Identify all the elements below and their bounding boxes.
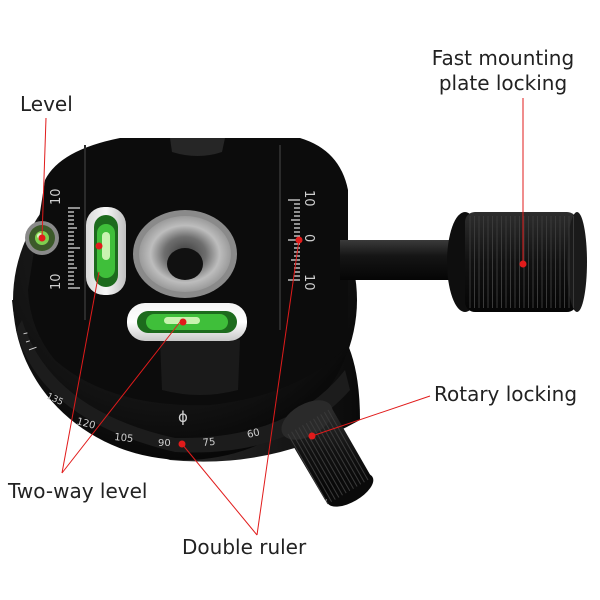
label-rotary-locking: Rotary locking	[434, 382, 578, 406]
ruler-leader-b	[181, 443, 258, 536]
left-ruler-bottom-label: 10	[49, 273, 64, 290]
rotary-knurl-ridge	[291, 431, 333, 503]
degree-index-mark: ϕ	[178, 408, 188, 426]
dot-degree-scale	[178, 440, 186, 448]
fast-mount-lock-knob	[340, 212, 587, 312]
degree-label-120: 120	[75, 416, 96, 432]
right-ruler-bottom-label: 10	[301, 274, 316, 291]
dot-rotary	[308, 432, 316, 440]
dot-fast-mount	[519, 260, 527, 268]
degree-label-60: 60	[246, 427, 261, 441]
degree-scale-ticks	[23, 332, 37, 351]
degree-label-105: 105	[114, 432, 134, 445]
callout-dots	[38, 234, 527, 448]
label-double-ruler: Double ruler	[182, 535, 307, 559]
vertical-vial-level	[86, 207, 126, 295]
callout-leader-lines	[41, 98, 524, 536]
level-leader	[41, 117, 47, 239]
left-ruler-ticks	[68, 207, 80, 289]
rotary-knurl-ridge	[316, 416, 358, 487]
rotary-knurl-ridge	[298, 427, 340, 498]
dot-right-ruler	[295, 236, 303, 244]
left-ruler-top-label: 10	[49, 188, 64, 205]
right-ruler-ticks	[288, 199, 300, 281]
right-ruler-middle-label: 0	[301, 234, 316, 242]
label-fast-mounting: Fast mounting plate locking	[428, 46, 578, 96]
degree-label-75: 75	[202, 437, 216, 449]
mounting-hole	[133, 210, 237, 298]
rotary-knurl-ridge	[287, 433, 329, 505]
two-way-leader-a	[61, 271, 100, 474]
rotary-lock-knob	[281, 400, 374, 507]
two-way-leader-b	[61, 321, 181, 474]
horizontal-vial-level	[127, 303, 247, 341]
dot-level	[38, 234, 46, 242]
rotary-knurl-ridge	[309, 420, 351, 492]
rotary-knurl-ridge	[327, 409, 369, 481]
label-level: Level	[20, 92, 73, 116]
degree-label-90: 90	[158, 438, 171, 449]
rotary-knurl-ridge	[323, 411, 365, 483]
degree-tick	[23, 332, 28, 335]
degree-tick	[28, 346, 37, 351]
rotary-leader	[311, 395, 431, 437]
rotary-knurl-ridge	[313, 418, 354, 489]
rotary-knurl-ridge	[320, 414, 362, 485]
right-ruler-top-label: 10	[301, 190, 316, 207]
dot-horizontal-vial	[179, 318, 187, 326]
label-two-way-level: Two-way level	[8, 479, 148, 503]
label-fast-mounting-line2: plate locking	[438, 71, 568, 95]
degree-tick	[25, 340, 30, 343]
label-fast-mounting-line1: Fast mounting	[431, 46, 575, 70]
dot-vertical-vial	[95, 242, 103, 250]
rotary-knurl-ridge	[294, 429, 336, 500]
ruler-leader-a	[256, 239, 300, 536]
